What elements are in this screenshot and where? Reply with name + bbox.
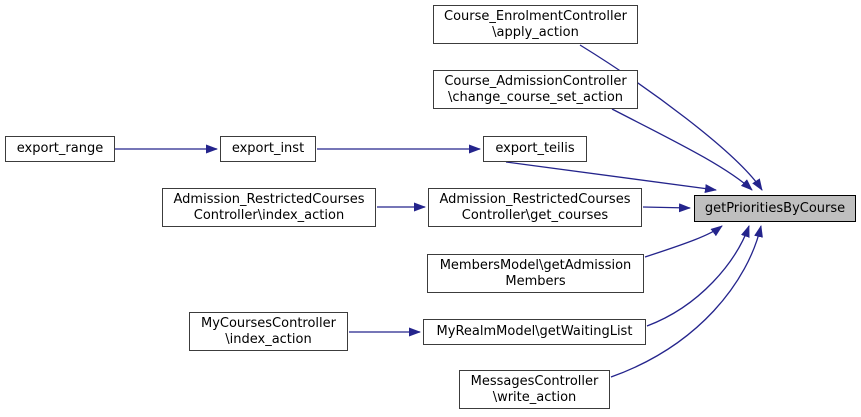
- node-apply-action[interactable]: Course_EnrolmentController \apply_action: [433, 5, 638, 44]
- node-export-range[interactable]: export_range: [5, 136, 115, 162]
- edge-get-courses-to-focus: [642, 203, 691, 213]
- node-getprioritiesbycourse-focus: getPrioritiesByCourse: [694, 195, 856, 222]
- edge-export-teilis-to-focus: [505, 161, 717, 194]
- edge-change-course-set-to-focus: [611, 108, 753, 191]
- node-mycourses-index-action[interactable]: MyCoursesController \index_action: [189, 312, 348, 351]
- edge-apply-action-to-focus: [579, 44, 763, 191]
- node-change-course-set-action[interactable]: Course_AdmissionController \change_cours…: [433, 70, 638, 109]
- edge-getadmissionmembers-to-focus: [644, 225, 723, 258]
- node-export-inst[interactable]: export_inst: [220, 136, 316, 162]
- edge-write-action-to-focus: [610, 225, 763, 378]
- node-export-teilis[interactable]: export_teilis: [483, 136, 587, 162]
- node-getwaitinglist[interactable]: MyRealmModel\getWaitingList: [423, 319, 646, 345]
- node-getadmissionmembers[interactable]: MembersModel\getAdmission Members: [427, 254, 644, 293]
- edge-getwaitinglist-to-focus: [646, 225, 750, 327]
- node-write-action[interactable]: MessagesController \write_action: [459, 370, 610, 409]
- node-admission-get-courses[interactable]: Admission_RestrictedCourses Controller\g…: [428, 188, 642, 227]
- node-admission-index-action[interactable]: Admission_RestrictedCourses Controller\i…: [162, 188, 376, 227]
